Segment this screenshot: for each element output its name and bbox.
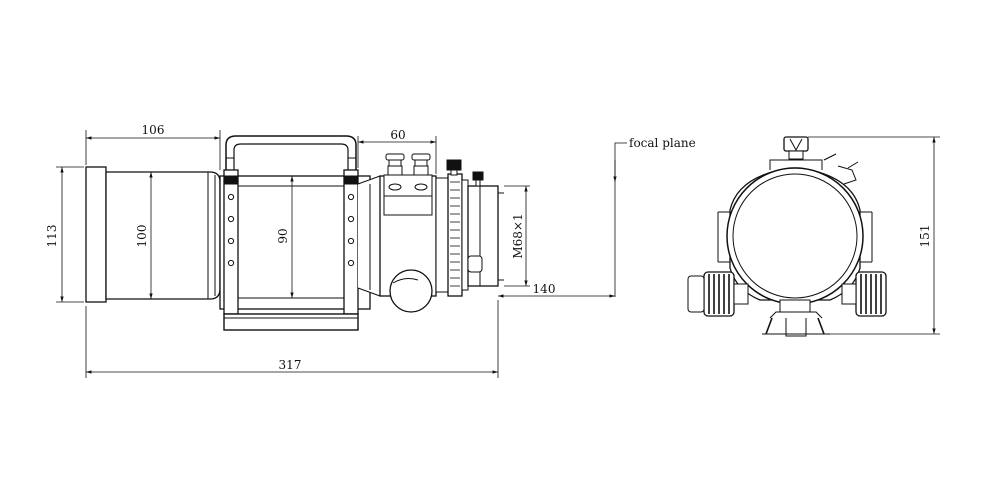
dim-90: 90: [276, 228, 290, 243]
side-dimensions: [56, 130, 627, 378]
end-body: [717, 167, 873, 305]
focus-knob: [389, 269, 433, 313]
dim-317: 317: [279, 358, 302, 372]
end-view: [687, 136, 887, 337]
end-top-bracket: [769, 136, 823, 170]
drawtube-adapter: [467, 171, 504, 287]
carry-handle: [225, 135, 357, 175]
finder-shoe: [383, 153, 433, 216]
dim-106: 106: [142, 123, 165, 137]
dew-shield: [85, 166, 221, 303]
end-focus-knob-left: [687, 271, 749, 317]
dim-140: 140: [533, 282, 556, 296]
dim-100: 100: [135, 225, 149, 248]
end-dimensions: [808, 136, 940, 335]
rotator-ring: [435, 159, 469, 297]
dim-60: 60: [390, 128, 405, 142]
dim-113: 113: [45, 225, 59, 248]
mounting-plate: [223, 313, 359, 331]
end-focus-knob-right: [841, 271, 887, 317]
end-finder-shoe: [823, 153, 859, 185]
dim-151: 151: [918, 225, 932, 248]
focal-plane-label: focal plane: [629, 136, 696, 150]
side-view: [85, 135, 504, 331]
end-bottom-clamp: [762, 299, 830, 337]
dim-thread: M68×1: [511, 213, 525, 258]
